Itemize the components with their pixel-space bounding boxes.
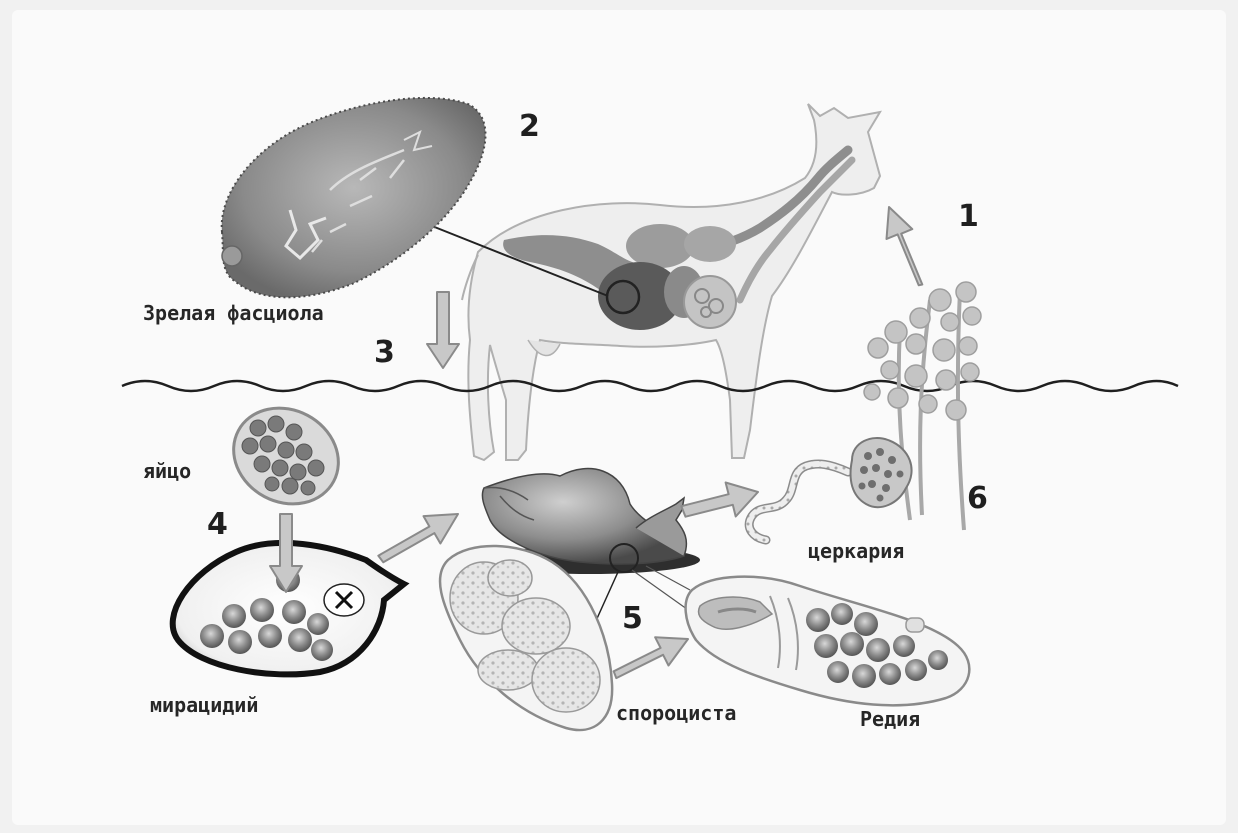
stage-number-1: 1 — [958, 199, 979, 234]
label-sporocyst: спороциста — [616, 701, 736, 725]
label-mature-fasciola: Зрелая фасциола — [143, 301, 324, 325]
label-cercaria: церкария — [808, 539, 904, 563]
stage-number-6: 6 — [967, 481, 988, 516]
stage-number-5: 5 — [622, 601, 643, 636]
label-miracidium: мирацидий — [150, 693, 258, 717]
stage-number-3: 3 — [374, 335, 395, 370]
stage-number-4: 4 — [207, 507, 228, 542]
label-redia: Редия — [860, 707, 920, 731]
label-egg: яйцо — [143, 459, 191, 483]
stage-number-2: 2 — [519, 109, 540, 144]
